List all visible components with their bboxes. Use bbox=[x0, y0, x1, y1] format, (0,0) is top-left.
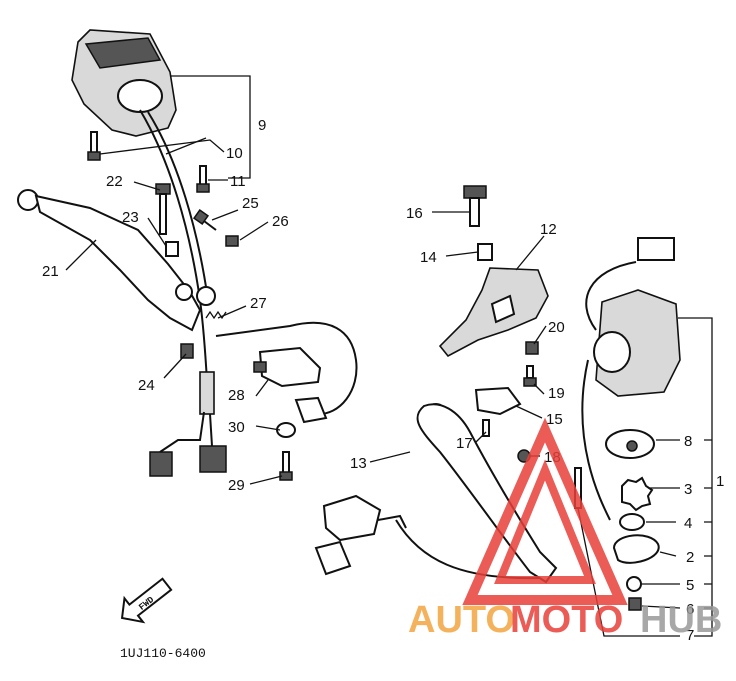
callout-3: 3 bbox=[684, 481, 692, 498]
gear-3 bbox=[621, 476, 654, 512]
cover-2 bbox=[612, 534, 660, 564]
callout-9: 9 bbox=[258, 117, 266, 134]
washer-4 bbox=[619, 513, 645, 531]
right-switch-housing bbox=[581, 237, 713, 637]
callout-2: 2 bbox=[686, 549, 694, 566]
callout-19: 19 bbox=[548, 385, 565, 402]
callout-15: 15 bbox=[546, 411, 563, 428]
watermark-hub: HUB bbox=[640, 599, 722, 641]
callout-5: 5 bbox=[686, 577, 694, 594]
screw-10 bbox=[87, 131, 101, 161]
callout-28: 28 bbox=[228, 387, 245, 404]
bolt-22 bbox=[155, 183, 171, 235]
callout-21: 21 bbox=[42, 263, 59, 280]
callout-24: 24 bbox=[138, 377, 155, 394]
front-brake-switch-cable bbox=[314, 494, 541, 580]
callout-16: 16 bbox=[406, 205, 423, 222]
brake-switch-15 bbox=[474, 386, 522, 416]
diagram-code: 1UJ110-6400 bbox=[120, 646, 206, 661]
forward-arrow-icon: FWD bbox=[120, 577, 173, 624]
callout-29: 29 bbox=[228, 477, 245, 494]
watermark-moto: MOTO bbox=[510, 599, 623, 641]
callout-20: 20 bbox=[548, 319, 565, 336]
callout-12: 12 bbox=[540, 221, 557, 238]
callout-30: 30 bbox=[228, 419, 245, 436]
callout-27: 27 bbox=[250, 295, 267, 312]
callout-4: 4 bbox=[684, 515, 692, 532]
bolt-19 bbox=[523, 365, 537, 387]
callout-labels: 1 2 3 4 5 6 7 8 9 10 11 12 13 14 15 16 1… bbox=[42, 117, 724, 644]
callout-25: 25 bbox=[242, 195, 259, 212]
nut-24 bbox=[180, 343, 194, 359]
bolt-16 bbox=[463, 185, 487, 227]
callout-26: 26 bbox=[272, 213, 289, 230]
screw-25 bbox=[192, 208, 217, 231]
collar-14 bbox=[477, 243, 493, 261]
screw-11 bbox=[196, 165, 210, 193]
callout-11: 11 bbox=[230, 173, 246, 190]
master-cylinder-bracket-12 bbox=[438, 267, 549, 358]
nut-20 bbox=[525, 341, 539, 355]
callout-10: 10 bbox=[226, 145, 243, 162]
screw-6 bbox=[628, 597, 642, 611]
left-switch-housing bbox=[71, 29, 251, 179]
clutch-switch-28 bbox=[215, 321, 358, 424]
collar-23 bbox=[165, 241, 179, 257]
callout-17: 17 bbox=[456, 435, 473, 452]
callout-14: 14 bbox=[420, 249, 437, 266]
leader-lines bbox=[65, 137, 712, 609]
callout-7: 7 bbox=[686, 627, 694, 644]
callout-1: 1 bbox=[716, 473, 724, 490]
callout-22: 22 bbox=[106, 173, 123, 190]
callout-13: 13 bbox=[350, 455, 367, 472]
washer-5 bbox=[626, 576, 642, 592]
warning-triangle-icon bbox=[462, 417, 628, 605]
watermark: AUTO MOTO HUB bbox=[408, 417, 722, 641]
spring-27 bbox=[205, 310, 227, 320]
watermark-auto: AUTO bbox=[408, 599, 515, 641]
clutch-lever bbox=[17, 189, 216, 332]
left-switch-cable bbox=[139, 109, 227, 477]
callout-6: 6 bbox=[686, 601, 694, 618]
nut-26 bbox=[225, 235, 239, 247]
switch-plate-8 bbox=[605, 429, 655, 459]
callout-8: 8 bbox=[684, 433, 692, 450]
screw-17 bbox=[482, 419, 490, 437]
callout-23: 23 bbox=[122, 209, 139, 226]
